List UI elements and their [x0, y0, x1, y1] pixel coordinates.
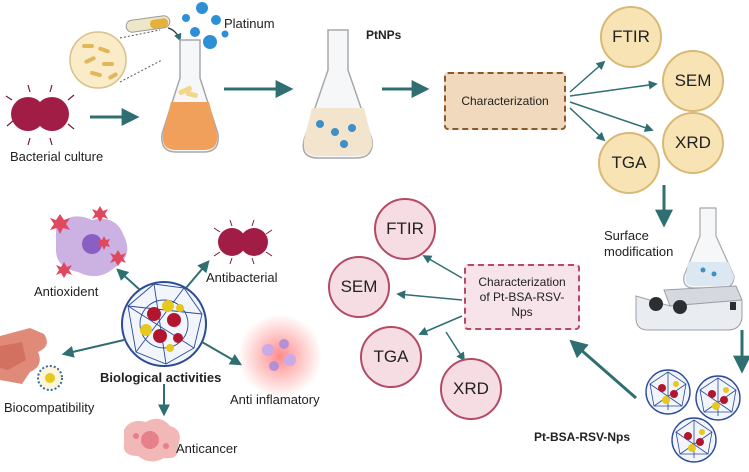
- antibacterial-icon: [213, 219, 273, 265]
- label-surface-modification: Surface modification: [604, 228, 674, 259]
- technique-sem-bottom: SEM: [328, 256, 390, 318]
- label-bacterial-culture: Bacterial culture: [10, 149, 104, 164]
- label-antioxident: Antioxident: [34, 284, 99, 299]
- technique-tga-bottom: TGA: [360, 326, 422, 388]
- characterization-pt-label: Characterization of Pt-BSA-RSV- Nps: [478, 274, 566, 319]
- characterization-label: Characterization: [461, 94, 549, 108]
- technique-sem-top: SEM: [662, 50, 724, 112]
- flask-orange: [161, 39, 219, 153]
- label-pt-bsa-rsv-nps: Pt-BSA-RSV-Nps: [534, 430, 631, 444]
- pt-bsa-rsv-nps-icon: [645, 369, 741, 463]
- label-anticancer: Anticancer: [176, 441, 238, 456]
- technique-tga-top: TGA: [598, 132, 660, 194]
- label-platinum: Platinum: [224, 16, 275, 31]
- antioxidant-icon: [50, 206, 128, 278]
- characterization-pt-box: Characterization of Pt-BSA-RSV- Nps: [464, 264, 580, 330]
- anticancer-icon: [123, 418, 180, 462]
- anti-inflammatory-icon: [238, 314, 322, 398]
- test-tube-icon: [125, 15, 182, 42]
- label-antibacterial: Antibacterial: [206, 270, 278, 285]
- hot-plate-stirrer-icon: [635, 207, 743, 331]
- label-biocompatibility: Biocompatibility: [4, 400, 95, 415]
- label-ptnps: PtNPs: [366, 28, 402, 42]
- flask-ptnps: [302, 29, 373, 159]
- arrow-nps-to-characterization: [569, 339, 637, 400]
- technique-ftir-top: FTIR: [600, 6, 662, 68]
- label-anti-inflamatory: Anti inflamatory: [230, 392, 320, 407]
- biocompatibility-icon: [0, 328, 63, 391]
- bacteria-icon: [5, 84, 75, 146]
- central-nanoparticle-icon: [121, 281, 207, 367]
- technique-ftir-bottom: FTIR: [374, 198, 436, 260]
- technique-xrd-top: XRD: [662, 112, 724, 174]
- characterization-box: Characterization: [444, 72, 566, 130]
- petri-dish-icon: [69, 29, 163, 89]
- label-biological-activities: Biological activities: [100, 370, 222, 385]
- technique-xrd-bottom: XRD: [440, 358, 502, 420]
